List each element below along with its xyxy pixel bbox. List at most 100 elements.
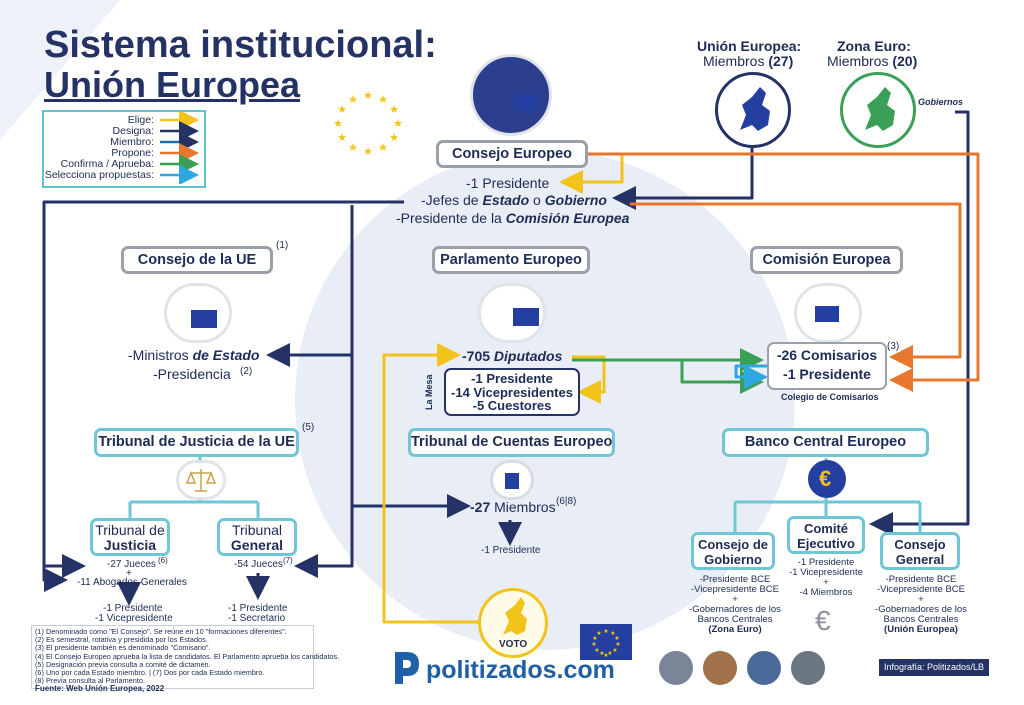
comision-note: (3)	[887, 341, 900, 352]
legend: Elige: Designa: Miembro: Propone: Confir…	[42, 110, 206, 188]
note-5: (5) Designación previa consulta a comité…	[35, 659, 211, 669]
ce-presidente: -1 Presidente	[466, 175, 550, 191]
cuentas-presidente: -1 Presidente	[481, 545, 541, 556]
svg-text:★: ★	[614, 635, 619, 642]
svg-text:★: ★	[348, 93, 358, 106]
note-6: (6) Uno por cada Estado miembro. | (7) D…	[35, 668, 265, 678]
credit-badge: Infografía: Politizados/LB	[879, 659, 990, 676]
consejo-ue-note: (1)	[276, 240, 289, 251]
note-7: (8) Previa consulta al Parlamento.	[35, 676, 145, 686]
tj-plus: +	[126, 568, 132, 579]
cuentas-miembros: -27 Miembros	[470, 499, 556, 515]
parlamento-logo-icon	[478, 283, 546, 343]
tg-jueces: -54 Jueces	[234, 559, 283, 570]
fuente: Fuente: Web Unión Europea, 2022	[35, 684, 165, 694]
ce-jefes: -Jefes de Estado o Gobierno	[421, 192, 607, 208]
line-miembros-jefes	[612, 148, 754, 210]
tribunal-justicia-note: (5)	[302, 422, 315, 433]
tg-presidente: -1 Presidente	[228, 603, 288, 614]
svg-text:★: ★	[363, 145, 373, 158]
tj-vicepresidente: -1 Vicepresidente	[95, 613, 173, 624]
svg-text:★: ★	[591, 641, 596, 648]
eu-stars-icon: ★★★ ★★★ ★★★ ★★★	[333, 89, 403, 158]
comite-members: -1 Presidente -1 Vicepresidente + -4 Mie…	[789, 557, 863, 598]
legend-label-designa: Designa:	[112, 125, 154, 137]
legend-label-miembro: Miembro:	[110, 136, 154, 148]
ce-presidente-comision: -Presidente de la Comisión Europea	[396, 210, 630, 226]
consejo-ue-ministros: -Ministros de Estado	[128, 347, 260, 363]
ue-map-icon	[715, 72, 791, 148]
parlamento-box: Parlamento Europeo	[432, 246, 590, 274]
svg-text:★: ★	[615, 641, 620, 648]
line-elige-mesa	[572, 355, 606, 404]
legend-label-elige: Elige:	[127, 114, 154, 126]
tj-presidente: -1 Presidente	[103, 603, 163, 614]
line-selecciona	[734, 364, 768, 389]
svg-text:★: ★	[389, 131, 399, 144]
tj-jueces-note: (6)	[158, 556, 168, 565]
legend-arrows	[160, 112, 199, 184]
svg-text:★: ★	[393, 117, 403, 130]
gobiernos-label: Gobiernos	[918, 97, 964, 107]
consejo-general-box: Consejo General	[880, 532, 960, 570]
brand-name[interactable]: politizados.com	[426, 656, 615, 684]
consejo-europeo-box: Consejo Europeo	[436, 140, 588, 168]
euro-logo-icon: €	[808, 460, 846, 498]
svg-text:★: ★	[599, 650, 604, 657]
legend-label-confirma: Confirma / Aprueba:	[60, 158, 154, 170]
voto-map-icon: VOTO	[478, 588, 548, 658]
consejo-ue-presidencia: -Presidencia	[153, 366, 231, 382]
tg-box: Tribunal General	[217, 518, 297, 556]
consejo-gobierno-members: -Presidente BCE -Vicepresidente BCE + -G…	[689, 574, 781, 635]
note-3: (3) El presidente también es denominado …	[35, 643, 211, 653]
colegio-caption: Colegio de Comisarios	[781, 392, 879, 402]
line-aprueba-2	[680, 360, 764, 394]
svg-text:★: ★	[603, 652, 608, 659]
page-subtitle: Unión Europea	[44, 64, 301, 105]
eu-flag-icon: ★★★★★★ ★★★★★★	[580, 624, 632, 660]
consejo-general-members: -Presidente BCE -Vicepresidente BCE + -G…	[875, 574, 967, 635]
ue-map-sub: Miembros (27)	[703, 53, 794, 69]
euro-map-icon	[840, 72, 916, 148]
svg-text:★: ★	[594, 647, 599, 654]
eu-flag-icon	[815, 306, 839, 322]
line-designa-left	[42, 200, 404, 592]
tribunal-cuentas-box: Tribunal de Cuentas Europeo	[408, 428, 615, 457]
mesa-vicepresidentes: -14 Vicepresidentes	[451, 384, 573, 400]
comision-presidente: -1 Presidente	[783, 366, 871, 382]
photo-flags	[788, 648, 828, 688]
svg-text:★: ★	[337, 131, 347, 144]
svg-text:★: ★	[337, 103, 347, 116]
tribunal-cuentas-logo-icon	[490, 460, 534, 500]
consejo-ue-logo-icon	[164, 283, 232, 343]
comite-ejecutivo-box: Comité Ejecutivo	[787, 516, 865, 554]
tj-box: Tribunal de Justicia	[90, 518, 170, 556]
comision-box: Comisión Europea	[750, 246, 903, 274]
svg-text:★: ★	[607, 650, 612, 657]
svg-text:★: ★	[603, 628, 608, 635]
svg-text:★: ★	[592, 635, 597, 642]
note-1: (1) Denominado como "El Consejo". Se reú…	[35, 627, 287, 636]
euro-map-title: Zona Euro:	[837, 38, 911, 54]
scales-justice-icon	[176, 460, 226, 500]
page-title: Sistema institucional:	[44, 24, 437, 66]
eu-flag-icon	[514, 95, 538, 111]
line-designa-center	[294, 205, 354, 578]
tribunal-justicia-box: Tribunal de Justicia de la UE	[94, 428, 299, 457]
tj-jueces: -27 Jueces	[107, 559, 156, 570]
tg-secretario: -1 Secretario	[228, 613, 286, 624]
mesa-box: -1 Presidente -14 Vicepresidentes -5 Cue…	[444, 368, 580, 416]
parlamento-diputados: -705 Diputados	[462, 348, 563, 364]
mesa-presidente: -1 Presidente	[471, 371, 553, 386]
footnotes: (1) Denominado como "El Consejo". Se reú…	[31, 625, 339, 693]
mesa-cuestores: -5 Cuestores	[472, 398, 552, 413]
svg-text:★: ★	[378, 141, 388, 154]
svg-text:★: ★	[596, 630, 601, 637]
mesa-label: La Mesa	[424, 374, 434, 410]
svg-text:★: ★	[610, 630, 615, 637]
svg-text:★: ★	[348, 141, 358, 154]
voto-label: VOTO	[499, 639, 528, 650]
cuentas-note: (6|8)	[556, 496, 577, 507]
eu-flag-icon	[191, 310, 217, 328]
consejo-ue-presidencia-note: (2)	[240, 366, 253, 377]
